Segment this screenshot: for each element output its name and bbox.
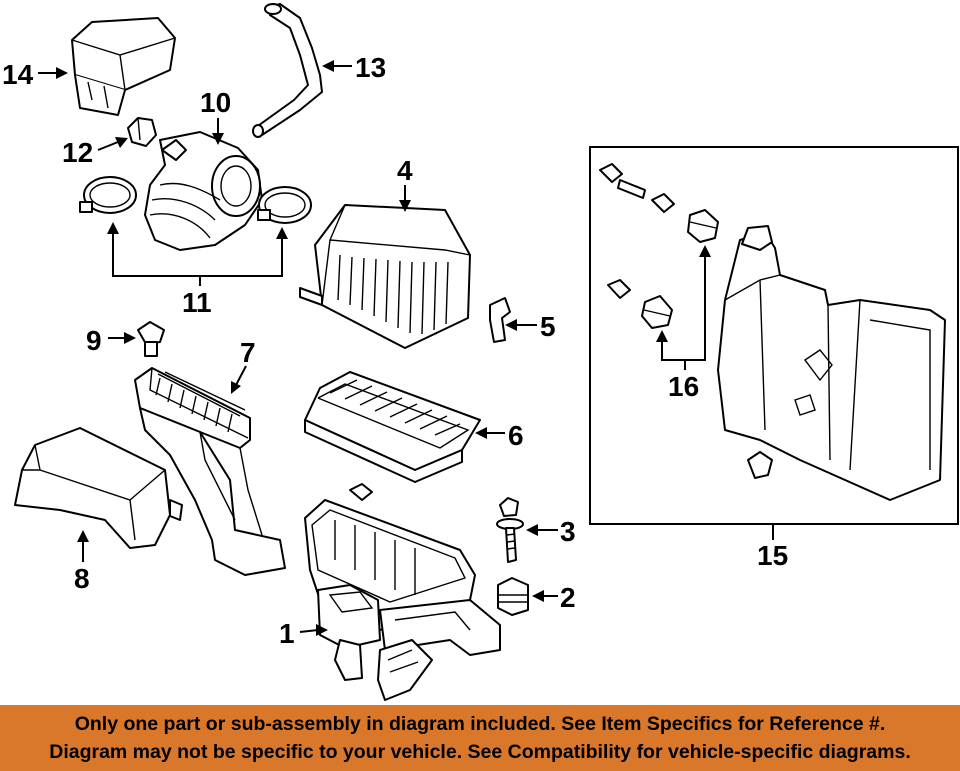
notice-line-1: Only one part or sub-assembly in diagram… xyxy=(74,713,886,735)
notice-line-2: Diagram may not be specific to your vehi… xyxy=(49,741,911,763)
callout-12: 12 xyxy=(62,137,93,168)
callout-13: 13 xyxy=(355,52,386,83)
part-16-mounts xyxy=(599,163,719,329)
part-1-lower-case xyxy=(304,483,501,701)
callout-14: 14 xyxy=(2,59,34,90)
leader-lines xyxy=(38,60,774,636)
callout-10: 10 xyxy=(200,87,231,118)
part-6-filter xyxy=(304,371,481,483)
part-14-resonator xyxy=(71,17,176,116)
parts-diagram: 14 13 10 12 4 11 5 9 7 6 8 3 2 1 15 16 xyxy=(2,3,959,701)
part-12-clamp xyxy=(127,117,157,147)
callout-labels: 14 13 10 12 4 11 5 9 7 6 8 3 2 1 15 16 xyxy=(2,52,788,649)
callout-6: 6 xyxy=(508,420,524,451)
part-15-reservoir xyxy=(717,225,946,501)
part-3-bolt xyxy=(496,497,524,563)
part-8-shield xyxy=(14,427,183,549)
callout-1: 1 xyxy=(279,618,295,649)
part-2-grommet xyxy=(497,577,529,616)
part-11-clamps xyxy=(79,176,312,224)
callout-9: 9 xyxy=(86,325,102,356)
callout-2: 2 xyxy=(560,582,576,613)
callout-4: 4 xyxy=(397,155,413,186)
notice-banner: Only one part or sub-assembly in diagram… xyxy=(0,705,960,771)
callout-11: 11 xyxy=(182,287,212,318)
part-4-upper-cover xyxy=(299,204,471,349)
callout-5: 5 xyxy=(540,311,556,342)
callout-16: 16 xyxy=(668,371,699,402)
part-7-intake-duct xyxy=(134,367,286,576)
callout-8: 8 xyxy=(74,563,90,594)
part-9-pushpin xyxy=(137,321,165,357)
part-10-intake-duct xyxy=(144,131,263,251)
callout-7: 7 xyxy=(240,337,256,368)
part-5-clip xyxy=(489,297,511,343)
callout-15: 15 xyxy=(757,540,788,571)
part-13-breather-hose xyxy=(252,3,323,138)
callout-3: 3 xyxy=(560,516,576,547)
